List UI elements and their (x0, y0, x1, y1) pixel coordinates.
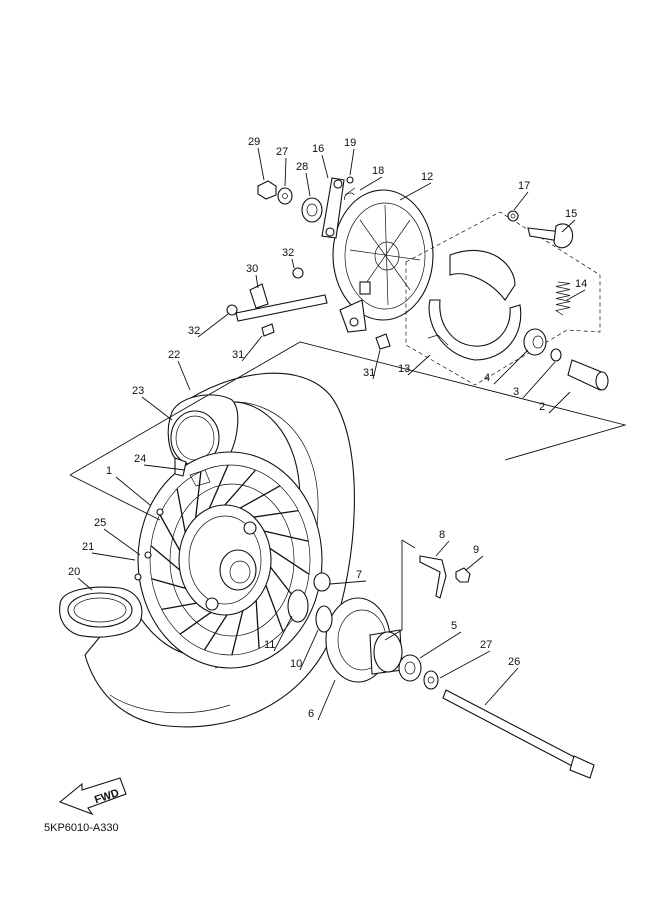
o-rings (287, 572, 333, 633)
bearing-collar (523, 328, 609, 391)
callout-label: 3 (513, 386, 519, 398)
callout-leader (522, 361, 556, 399)
callout-leader (241, 335, 263, 362)
callout-leader (359, 176, 383, 191)
small-hardware (257, 176, 356, 223)
callout-label: 27 (480, 639, 492, 651)
callout-label: 8 (439, 529, 445, 541)
callout-label: 31 (363, 367, 375, 379)
callout-leader (465, 555, 484, 571)
callout-leader (419, 631, 462, 659)
callout-label: 29 (248, 136, 260, 148)
forward-arrow: FWD (58, 777, 127, 816)
callout-label: 28 (296, 161, 308, 173)
clutch-hub (325, 597, 439, 690)
nipples (134, 508, 164, 581)
callout-label: 21 (82, 541, 94, 553)
callout-label: 32 (282, 247, 294, 259)
brake-cam-lever (321, 177, 345, 239)
callout-leader (177, 360, 191, 391)
callout-leader (329, 580, 367, 585)
callout-label: 26 (508, 656, 520, 668)
callout-label: 18 (372, 165, 384, 177)
callout-leader (284, 157, 287, 187)
brake-shoe-group-box (405, 211, 601, 386)
brake-shoes (427, 249, 522, 361)
callout-leader (77, 577, 93, 591)
callout-label: 31 (232, 349, 244, 361)
callout-leader (115, 476, 151, 506)
callout-leader (407, 354, 431, 376)
callout-leader (257, 147, 265, 181)
callout-label: 12 (421, 171, 433, 183)
callout-leader (197, 313, 229, 338)
callout-label: 14 (575, 278, 587, 290)
callout-label: 5 (451, 620, 457, 632)
callout-leader (317, 679, 336, 721)
callout-leader (439, 650, 491, 679)
callout-leader (561, 219, 576, 233)
callout-leader (493, 349, 529, 385)
callout-label: 6 (308, 708, 314, 720)
tire-section-top (167, 394, 239, 469)
callout-label: 15 (565, 208, 577, 220)
callout-label: 17 (518, 180, 530, 192)
callout-leader (273, 615, 293, 652)
callout-label: 2 (539, 401, 545, 413)
callout-leader (91, 552, 136, 561)
brake-drum (332, 189, 434, 333)
callout-label: 11 (264, 639, 275, 651)
callout-label: 7 (356, 569, 362, 581)
callout-label: 19 (344, 137, 356, 149)
leader-lines (69, 341, 627, 641)
callout-leader (321, 154, 329, 179)
callout-label: 9 (473, 544, 479, 556)
callout-label: 4 (484, 372, 490, 384)
callout-label: 25 (94, 517, 106, 529)
callout-label: 32 (188, 325, 200, 337)
callout-label: 27 (276, 146, 288, 158)
brake-camshaft (507, 210, 574, 249)
callout-label: 30 (246, 263, 258, 275)
callout-leader (513, 191, 529, 211)
diagram-code: 5KP6010-A330 (44, 822, 119, 834)
callout-leader (305, 172, 311, 197)
callout-leader (566, 289, 586, 301)
callout-leader (103, 528, 141, 556)
callout-label: 1 (106, 465, 112, 477)
callout-leader (349, 148, 355, 176)
callout-leader (399, 182, 432, 201)
callout-label: 13 (398, 363, 410, 375)
axle (442, 689, 595, 779)
callout-label: 16 (312, 143, 324, 155)
callout-leader (255, 274, 259, 289)
callout-leader (143, 464, 186, 471)
callouts: 1234567891011121314151617181920212223242… (68, 136, 587, 721)
callout-leader (548, 391, 571, 414)
callout-leader (299, 629, 319, 671)
bracket (419, 555, 471, 599)
brake-rod (226, 267, 391, 350)
callout-leader (484, 667, 519, 706)
tire-section-left (59, 586, 143, 638)
spring-coil (555, 281, 571, 316)
callout-leader (141, 396, 173, 421)
callout-label: 10 (290, 658, 302, 670)
callout-leader (372, 349, 381, 380)
callout-label: 23 (132, 385, 144, 397)
callout-label: 20 (68, 566, 80, 578)
callout-label: 24 (134, 453, 146, 465)
callout-leader (435, 540, 450, 557)
hub (178, 504, 272, 616)
callout-label: 22 (168, 349, 180, 361)
spring (555, 281, 571, 316)
callout-leader (291, 258, 295, 269)
